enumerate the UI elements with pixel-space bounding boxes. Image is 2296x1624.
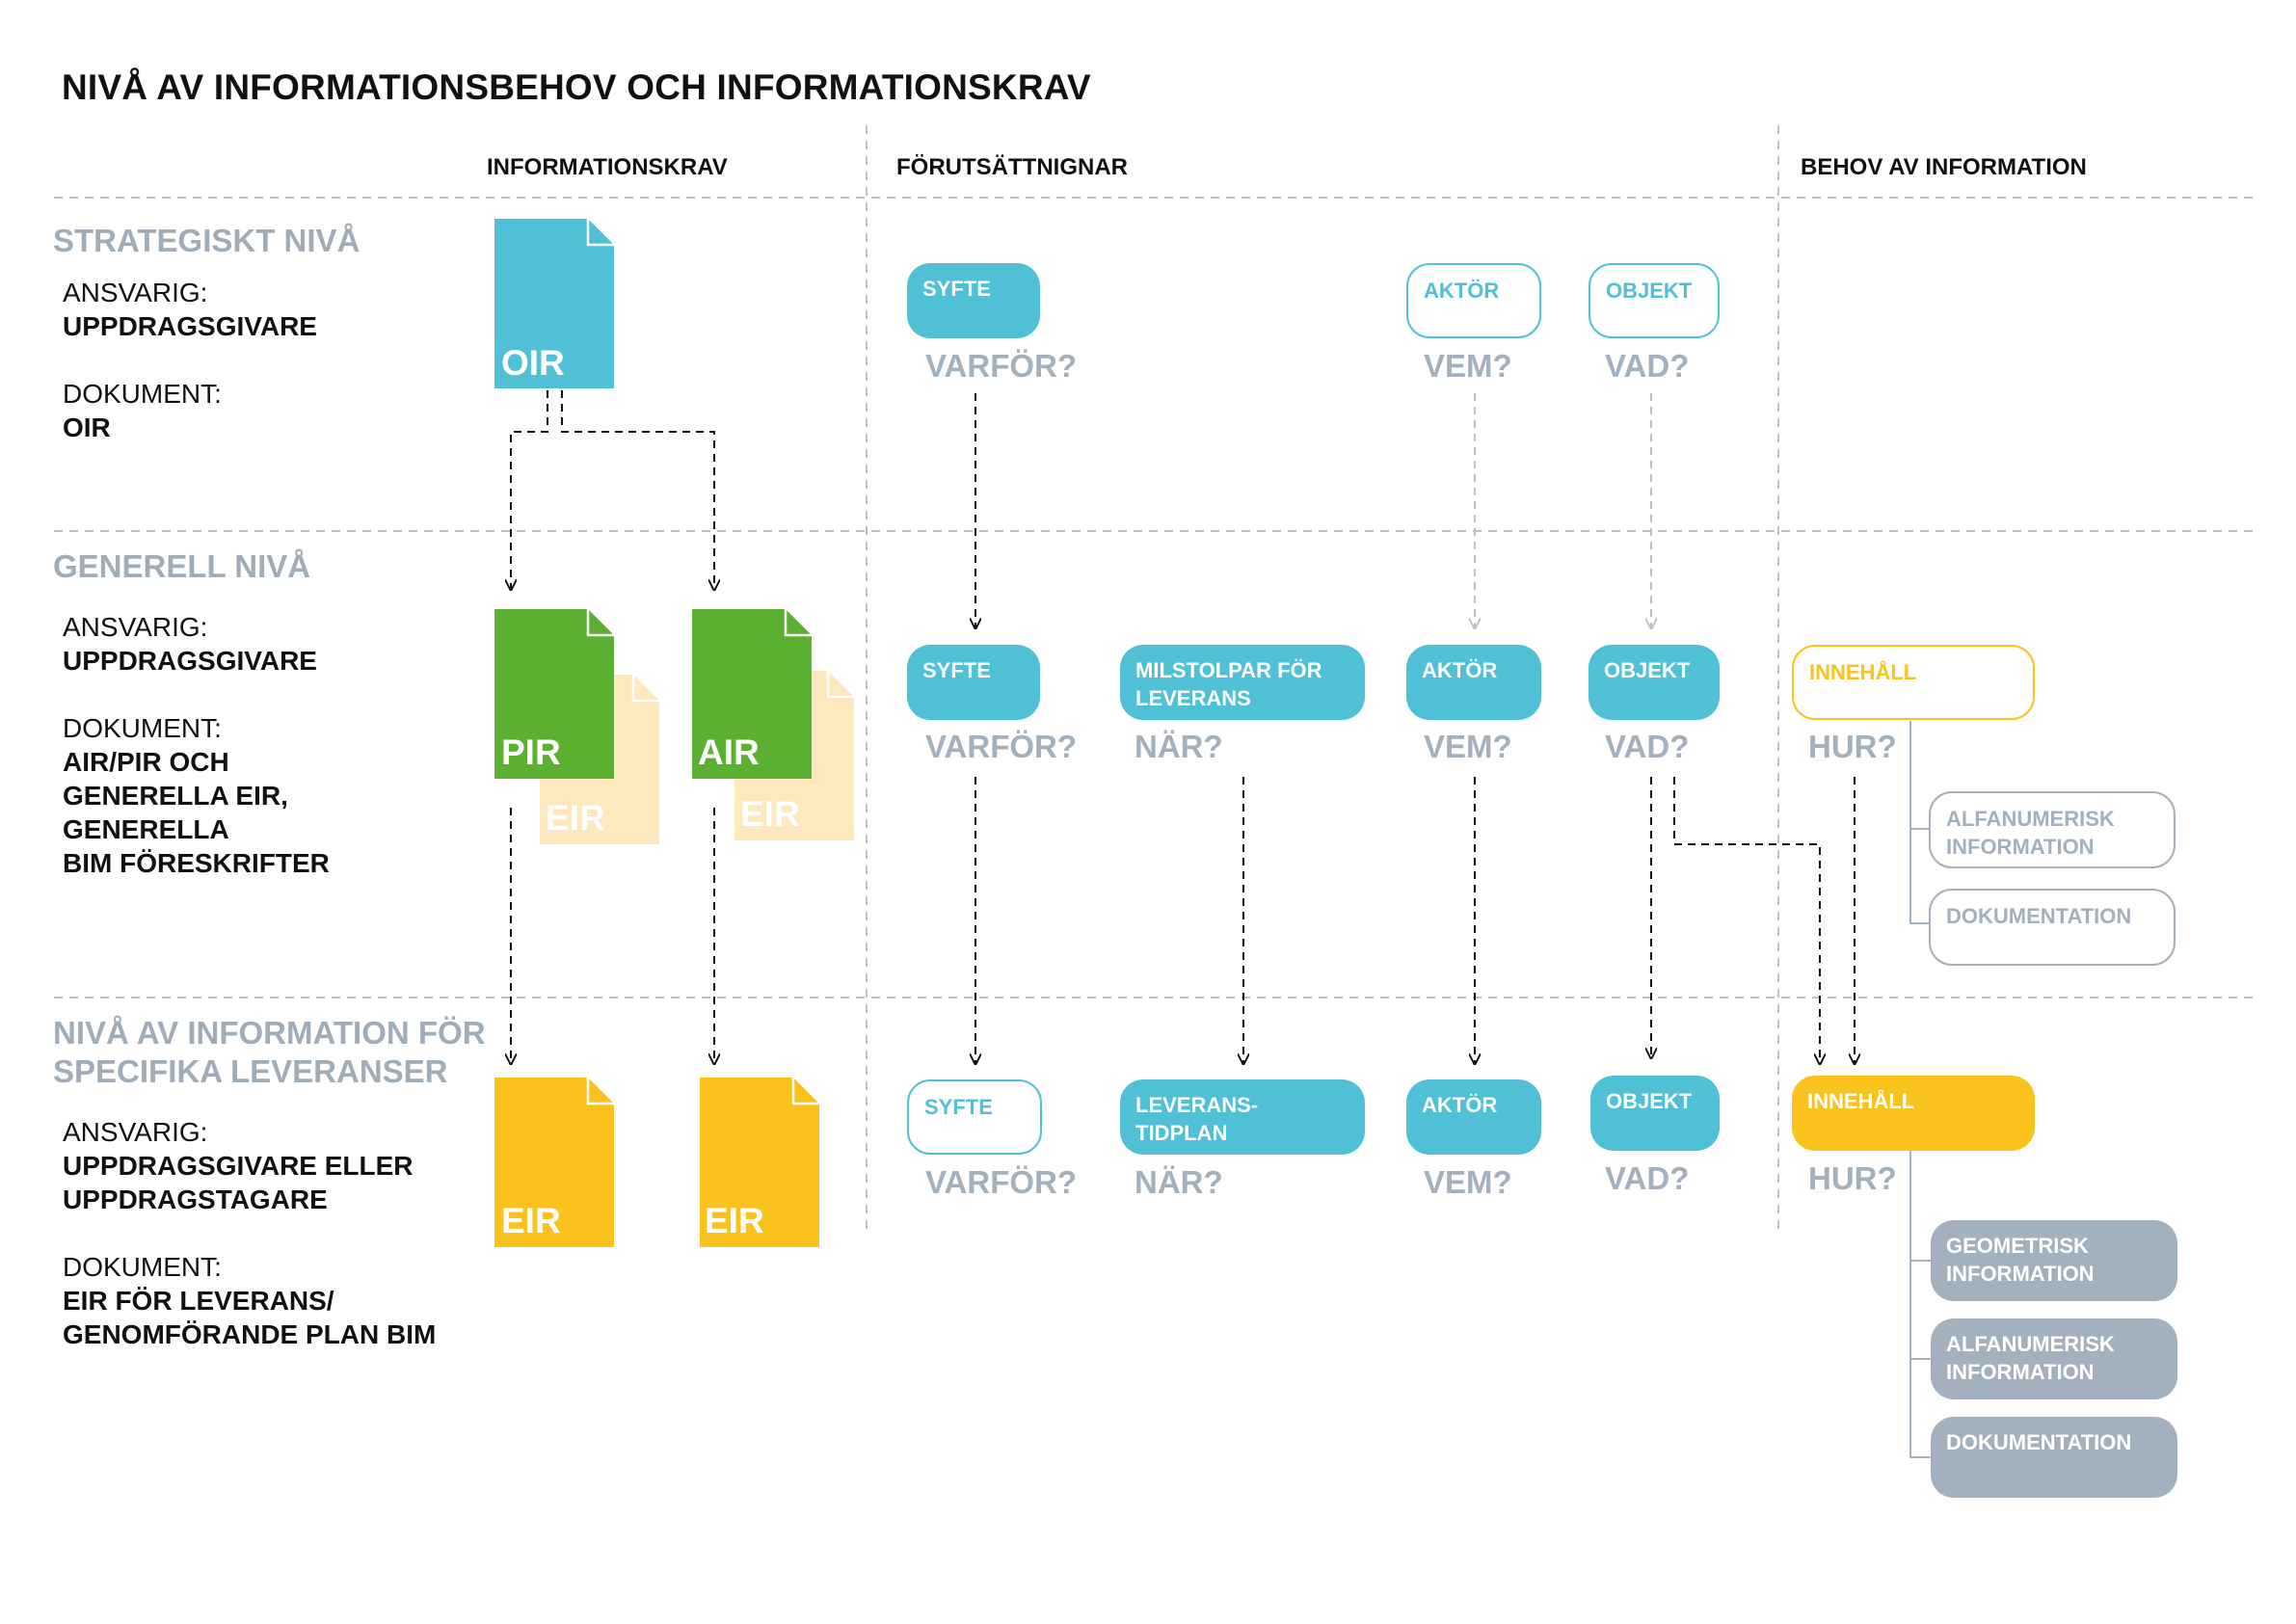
vem-question-strategic: VEM? (1424, 348, 1512, 384)
general-dokument-line-4: BIM FÖRESKRIFTER (63, 848, 330, 878)
aktor-pill-strategic: AKTÖR (1406, 263, 1541, 338)
tree-connectors (1909, 721, 1932, 1458)
geometrisk-pill-specific: GEOMETRISK INFORMATION (1931, 1220, 2177, 1301)
grey-arrows (1475, 393, 1651, 628)
objekt-pill-general: OBJEKT (1589, 645, 1720, 720)
specific-dokument-line-2: GENOMFÖRANDE PLAN BIM (63, 1319, 437, 1349)
vad-question-strategic: VAD? (1605, 348, 1690, 384)
milstolpar-line-1: MILSTOLPAR FÖR (1135, 658, 1322, 682)
leverans-tidplan-pill-specific: LEVERANS- TIDPLAN (1120, 1079, 1365, 1155)
strategic-ansvarig-label: ANSVARIG: (63, 278, 208, 307)
column-header-behov: BEHOV AV INFORMATION (1801, 154, 2087, 180)
specific-ansvarig-line-1: UPPDRAGSGIVARE ELLER (63, 1151, 414, 1181)
air-label: AIR (698, 732, 760, 772)
specific-ansvarig-line-2: UPPDRAGSTAGARE (63, 1185, 328, 1214)
eir-back-label-2: EIR (740, 794, 800, 834)
objekt-pill-specific: OBJEKT (1590, 1076, 1720, 1151)
level-specific-title-line-2: SPECIFIKA LEVERANSER (53, 1053, 448, 1089)
oir-document-icon (494, 219, 614, 388)
nar-question-specific: NÄR? (1135, 1164, 1223, 1200)
milstolpar-line-2: LEVERANS (1135, 686, 1251, 710)
alfanumerisk-general-line-1: ALFANUMERISK (1946, 807, 2115, 831)
varfor-question-specific: VARFÖR? (925, 1164, 1078, 1200)
page-title: NIVÅ AV INFORMATIONSBEHOV OCH INFORMATIO… (62, 67, 1091, 107)
prerequisite-arrows (975, 393, 1855, 1064)
vem-question-specific: VEM? (1424, 1164, 1512, 1200)
aktor-pill-specific: AKTÖR (1406, 1079, 1541, 1155)
alfanumerisk-general-line-2: INFORMATION (1946, 835, 2095, 859)
syfte-pill-strategic: SYFTE (907, 263, 1040, 338)
air-document-icon (692, 609, 812, 779)
strategic-dokument-value: OIR (63, 413, 111, 442)
strategic-ansvarig-value: UPPDRAGSGIVARE (63, 311, 317, 341)
syfte-pill-general: SYFTE (907, 645, 1040, 720)
eir-back-label-1: EIR (546, 798, 605, 838)
general-ansvarig-value: UPPDRAGSGIVARE (63, 646, 317, 676)
milstolpar-pill-general: MILSTOLPAR FÖR LEVERANS (1120, 645, 1365, 720)
specific-dokument-line-1: EIR FÖR LEVERANS/ (63, 1286, 334, 1316)
innehall-pill-specific: INNEHÅLL (1792, 1076, 2035, 1151)
varfor-question-general: VARFÖR? (925, 729, 1078, 764)
alfanumerisk-pill-specific: ALFANUMERISK INFORMATION (1931, 1318, 2177, 1399)
leverans-line-2: TIDPLAN (1135, 1121, 1228, 1145)
vad-question-specific: VAD? (1605, 1160, 1690, 1196)
level-strategic-title: STRATEGISKT NIVÅ (53, 223, 360, 258)
varfor-question-strategic: VARFÖR? (925, 348, 1078, 384)
row-dividers (54, 197, 2256, 998)
vem-question-general: VEM? (1424, 729, 1512, 764)
hur-question-specific: HUR? (1808, 1160, 1897, 1196)
oir-connectors (511, 390, 714, 1064)
syfte-pill-specific: SYFTE (907, 1079, 1042, 1155)
strategic-dokument-label: DOKUMENT: (63, 379, 222, 409)
geometrisk-line-2: INFORMATION (1946, 1262, 2095, 1286)
general-dokument-line-3: GENERELLA (63, 814, 229, 844)
nar-question-general: NÄR? (1135, 729, 1223, 764)
general-dokument-label: DOKUMENT: (63, 713, 222, 743)
specific-dokument-label: DOKUMENT: (63, 1252, 222, 1282)
level-general-title: GENERELL NIVÅ (53, 548, 311, 584)
hur-question-general: HUR? (1808, 729, 1897, 764)
eir-label-1: EIR (501, 1201, 561, 1240)
eir-document-icon-1 (494, 1078, 614, 1247)
column-header-forutsattningar: FÖRUTSÄTTNIGNAR (896, 154, 1128, 180)
geometrisk-line-1: GEOMETRISK (1946, 1234, 2089, 1258)
innehall-pill-general: INNEHÅLL (1792, 645, 2035, 720)
general-ansvarig-label: ANSVARIG: (63, 612, 208, 642)
dokumentation-pill-general: DOKUMENTATION (1929, 889, 2176, 966)
level-specific-title-line-1: NIVÅ AV INFORMATION FÖR (53, 1015, 486, 1051)
alfanumerisk-pill-general: ALFANUMERISK INFORMATION (1929, 791, 2176, 868)
objekt-pill-strategic: OBJEKT (1589, 263, 1720, 338)
eir-label-2: EIR (705, 1201, 764, 1240)
column-header-informationskrav: INFORMATIONSKRAV (487, 154, 728, 180)
general-dokument-line-2: GENERELLA EIR, (63, 781, 288, 811)
pir-label: PIR (501, 732, 561, 772)
oir-label: OIR (501, 343, 565, 383)
aktor-pill-general: AKTÖR (1406, 645, 1541, 720)
pir-document-icon (494, 609, 614, 779)
specific-ansvarig-label: ANSVARIG: (63, 1117, 208, 1147)
dokumentation-pill-specific: DOKUMENTATION (1931, 1417, 2177, 1498)
alfanumerisk-specific-line-2: INFORMATION (1946, 1360, 2095, 1384)
alfanumerisk-specific-line-1: ALFANUMERISK (1946, 1332, 2115, 1356)
vad-question-general: VAD? (1605, 729, 1690, 764)
eir-document-icon-2 (700, 1078, 819, 1247)
general-dokument-line-1: AIR/PIR OCH (63, 747, 229, 777)
leverans-line-1: LEVERANS- (1135, 1093, 1259, 1117)
